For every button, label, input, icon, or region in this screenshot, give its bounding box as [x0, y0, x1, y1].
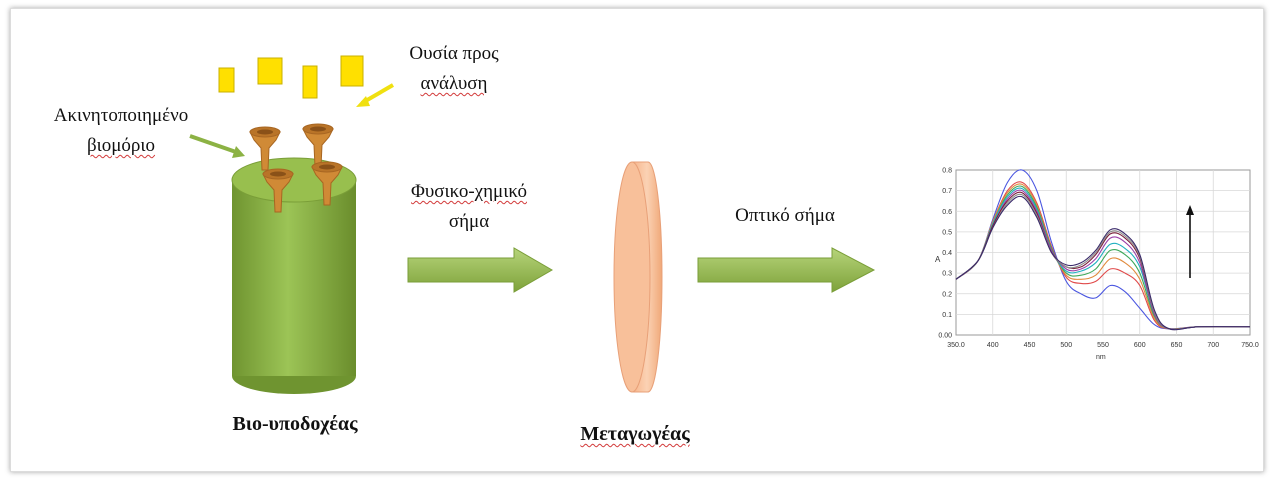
chart-x-ticks: 350.0 400 450 500 550 600 650 700 750.0	[947, 342, 1259, 349]
chart-series-line	[955, 189, 1251, 330]
chart-x-tick-label: 400	[987, 342, 999, 349]
analyte-label-line1: Ουσία προς	[409, 43, 499, 64]
analyte-molecules	[218, 55, 364, 99]
analyte-label: Ουσία προς ανάλυση	[384, 42, 524, 96]
chart-y-tick-label: 0.6	[942, 209, 952, 216]
arrow-physicochemical	[407, 247, 553, 293]
chart-y-ticks: 0.00 0.1 0.2 0.3 0.4 0.5 0.6 0.7 0.8	[938, 168, 952, 340]
immobilized-label-line1: Ακινητοποιημένο	[53, 105, 189, 126]
biomolecule-pointer-arrow	[189, 134, 245, 158]
increase-arrow-icon	[1186, 205, 1194, 278]
physchem-label-line2: σήμα	[448, 211, 490, 232]
chart-x-tick-label: 600	[1134, 342, 1146, 349]
analyte-square	[257, 57, 283, 85]
analyte-square	[218, 67, 235, 93]
bioreceptor-cylinder	[231, 157, 357, 394]
transducer-disc	[613, 161, 663, 393]
chart-y-axis-label: A	[935, 255, 941, 264]
physchem-label-line1: Φυσικο-χημικό	[411, 181, 527, 202]
chart-x-tick-label: 700	[1207, 342, 1219, 349]
analyte-pointer-arrow	[356, 83, 395, 107]
chart-y-tick-label: 0.4	[942, 250, 952, 257]
chart-series	[955, 169, 1251, 331]
immobilized-biomolecule-label: Ακινητοποιημένο βιομόριο	[26, 104, 216, 158]
chart-series-line	[955, 193, 1251, 331]
optical-signal-text: Οπτικό σήμα	[735, 205, 835, 226]
physicochemical-signal-label: Φυσικο-χημικό σήμα	[374, 180, 564, 234]
chart-y-tick-label: 0.2	[942, 291, 952, 298]
transducer-text: Μεταγωγέας	[580, 423, 690, 445]
immobilized-label-line2: βιομόριο	[86, 135, 156, 156]
chart-series-line	[955, 181, 1251, 330]
chart-x-tick-label: 500	[1060, 342, 1072, 349]
chart-y-tick-label: 0.1	[942, 312, 952, 319]
chart-y-tick-label: 0.5	[942, 229, 952, 236]
analyte-square	[340, 55, 364, 87]
chart-x-tick-label: 550	[1097, 342, 1109, 349]
chart-series-line	[955, 169, 1251, 330]
transducer-label: Μεταγωγέας	[560, 422, 710, 446]
bioreceptor-label: Βιο-υποδοχέας	[200, 412, 390, 436]
chart-y-tick-label: 0.00	[938, 333, 952, 340]
chart-x-tick-label: 350.0	[947, 342, 965, 349]
chart-series-line	[955, 195, 1251, 331]
arrow-optical	[697, 247, 876, 293]
chart-x-tick-label: 750.0	[1241, 342, 1259, 349]
chart-y-tick-label: 0.8	[942, 168, 952, 175]
chart-y-tick-label: 0.3	[942, 271, 952, 278]
optical-signal-label: Οπτικό σήμα	[705, 204, 865, 228]
chart-y-tick-label: 0.7	[942, 188, 952, 195]
analyte-label-line2: ανάλυση	[420, 73, 488, 94]
chart-x-tick-label: 650	[1171, 342, 1183, 349]
chart-x-tick-label: 450	[1024, 342, 1036, 349]
chart-x-axis-label: nm	[1096, 354, 1106, 361]
analyte-square	[302, 65, 318, 99]
chart-series-line	[955, 183, 1251, 330]
bioreceptor-text: Βιο-υποδοχέας	[232, 413, 358, 435]
